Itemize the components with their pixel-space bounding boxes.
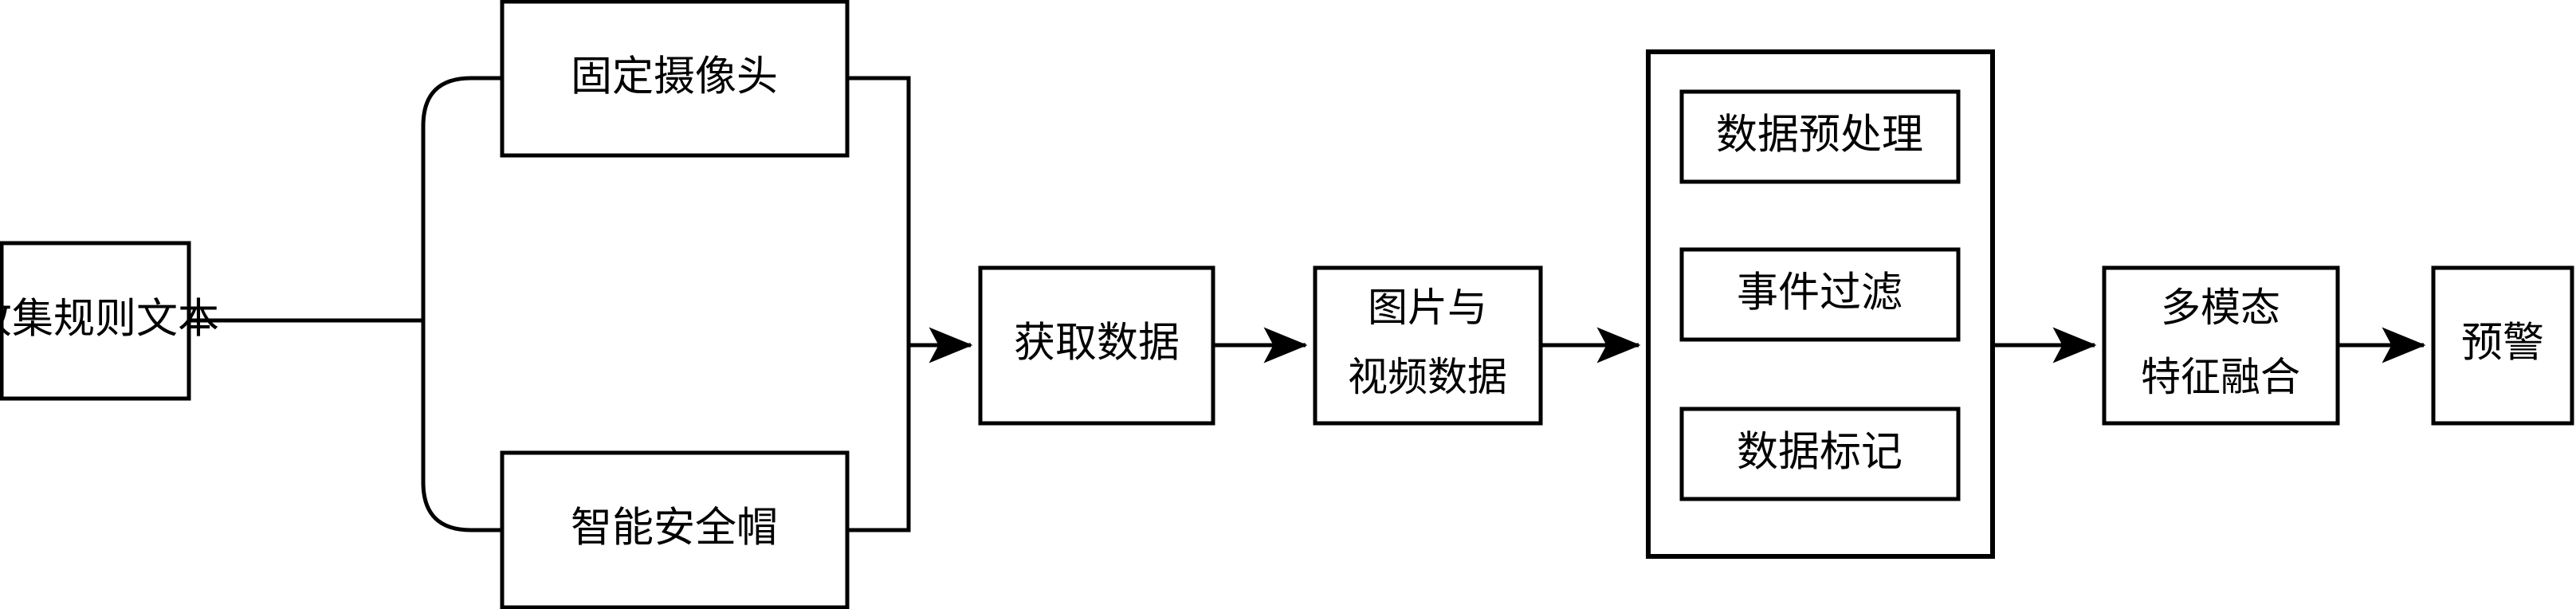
node-multimodal-feature-fusion[interactable]: 多模态 特征融合 [2102,265,2340,426]
node-acquire-data-label: 获取数据 [1014,320,1180,367]
node-image-video-data[interactable]: 图片与 视频数据 [1313,265,1543,426]
node-event-filtering[interactable]: 事件过滤 [1679,247,1961,342]
edge-camera-to-merge [847,76,911,345]
edge-collect-to-camera [421,76,502,320]
node-fixed-camera[interactable]: 固定摄像头 [500,0,850,158]
node-collect-rule-text-label: 收集规则文本 [0,296,219,344]
node-early-warning[interactable]: 预警 [2431,265,2574,426]
node-acquire-data[interactable]: 获取数据 [978,265,1215,426]
node-event-filtering-box [1679,247,1961,342]
node-data-preprocessing-label: 数据预处理 [1716,112,1923,159]
edge-layer [189,76,2426,532]
node-image-video-data-label-line1: 图片与 [1368,285,1487,331]
node-data-labeling-box [1679,407,1961,501]
node-multimodal-feature-fusion-label-line1: 多模态 [2161,285,2280,331]
node-image-video-data-box [1313,265,1543,426]
node-smart-helmet[interactable]: 智能安全帽 [500,450,850,609]
node-smart-helmet-label: 智能安全帽 [571,505,778,552]
node-early-warning-label: 预警 [2461,320,2544,367]
node-acquire-data-box [978,265,1215,426]
node-smart-helmet-box [500,450,850,609]
node-data-preprocessing[interactable]: 数据预处理 [1679,89,1961,184]
node-image-video-data-label-line2: 视频数据 [1348,354,1507,400]
node-collect-rule-text-box [0,241,191,401]
node-collect-rule-text[interactable]: 收集规则文本 [0,241,219,401]
edge-collect-to-helmet [421,320,502,532]
node-data-labeling[interactable]: 数据标记 [1679,407,1961,501]
node-data-labeling-label: 数据标记 [1737,429,1903,477]
node-fixed-camera-label: 固定摄像头 [571,53,778,101]
node-data-preprocessing-box [1679,89,1961,184]
node-event-filtering-label: 事件过滤 [1737,269,1903,317]
edge-helmet-to-merge [847,345,911,532]
node-multimodal-feature-fusion-label-line2: 特征融合 [2141,354,2300,400]
node-fixed-camera-box [500,0,850,158]
node-multimodal-feature-fusion-box [2102,265,2340,426]
node-early-warning-box [2431,265,2574,426]
